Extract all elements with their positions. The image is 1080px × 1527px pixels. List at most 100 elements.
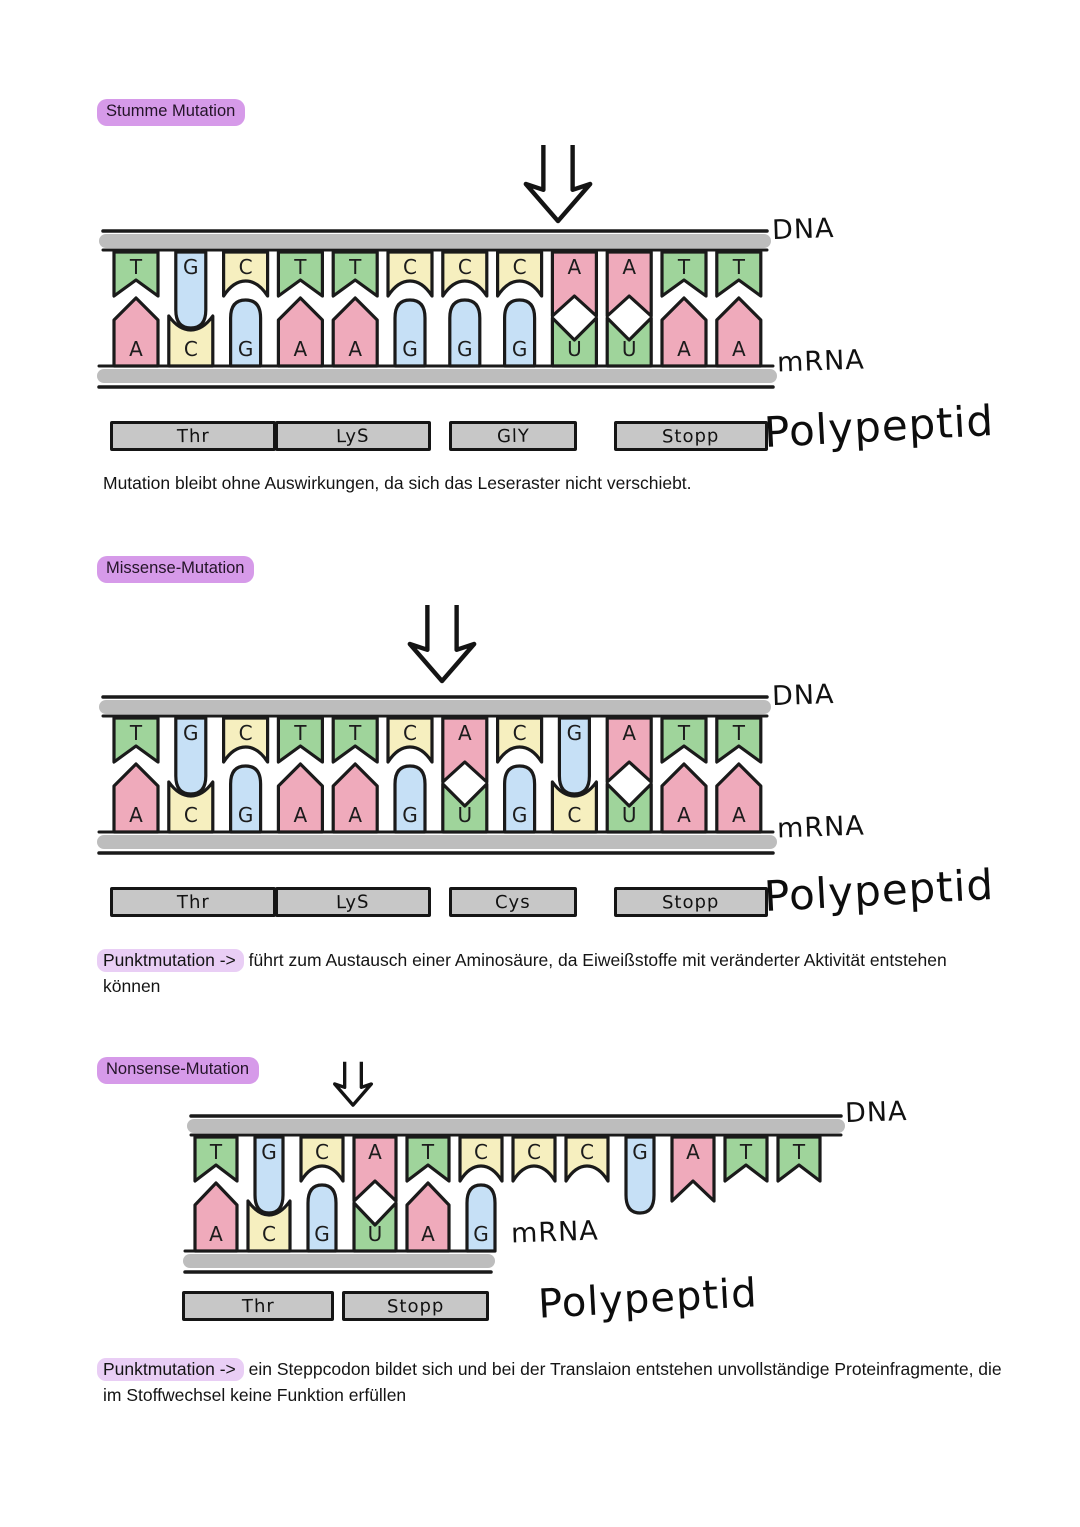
base-T-dna xyxy=(776,1135,822,1183)
base-G-mrna xyxy=(393,764,427,834)
base-T-dna xyxy=(660,250,708,298)
base-G-mrna xyxy=(448,298,482,368)
base-letter: U xyxy=(457,803,472,827)
base-letter: C xyxy=(513,255,527,279)
base-letter: T xyxy=(792,1140,806,1164)
amino-acid-box-thr: Thr xyxy=(182,1291,334,1321)
amino-acid-label: Thr xyxy=(176,891,210,913)
caption-text: führt zum Austausch einer Aminosäure, da… xyxy=(103,950,947,997)
base-A-dna xyxy=(441,716,489,784)
section-title-nonsense-mutation: Nonsense-Mutation xyxy=(97,1057,260,1084)
base-letter: C xyxy=(184,803,198,827)
base-letter: C xyxy=(239,255,253,279)
base-letter: C xyxy=(403,721,417,745)
base-C-mrna xyxy=(550,780,598,834)
base-letter: T xyxy=(129,255,143,279)
base-T-dna xyxy=(112,250,160,298)
base-T-dna xyxy=(660,716,708,764)
base-G-mrna xyxy=(229,764,263,834)
mutation-arrow-icon xyxy=(523,145,593,224)
section-caption: Punktmutation -> führt zum Austausch ein… xyxy=(97,947,948,1000)
caption-highlight: Punktmutation -> xyxy=(97,1358,244,1381)
base-T-dna xyxy=(723,1135,769,1183)
base-G-dna xyxy=(253,1135,285,1215)
base-letter: T xyxy=(739,1140,753,1164)
base-G-mrna xyxy=(503,764,537,834)
base-C-dna xyxy=(222,250,270,298)
amino-acid-box-thr: Thr xyxy=(110,421,276,451)
base-letter: A xyxy=(677,803,691,827)
base-letter: A xyxy=(622,721,636,745)
base-letter: A xyxy=(294,337,308,361)
base-letter: G xyxy=(473,1222,489,1246)
base-G-mrna xyxy=(229,298,263,368)
base-letter: G xyxy=(632,1140,648,1164)
base-letter: U xyxy=(622,337,637,361)
base-letter: U xyxy=(368,1222,383,1246)
amino-acid-label: GlY xyxy=(496,425,530,447)
base-letter: G xyxy=(402,803,418,827)
polypeptid-label: Polypeptid xyxy=(536,1270,759,1328)
base-C-dna xyxy=(496,716,544,764)
base-G-mrna xyxy=(503,298,537,368)
amino-acid-box-stopp: Stopp xyxy=(342,1291,489,1321)
base-letter: C xyxy=(184,337,198,361)
base-A-dna xyxy=(605,250,653,318)
base-letter: T xyxy=(677,255,691,279)
caption-text: Mutation bleibt ohne Auswirkungen, da si… xyxy=(103,473,692,493)
amino-acid-label: Cys xyxy=(495,891,531,913)
base-A-dna xyxy=(605,716,653,784)
base-T-dna xyxy=(276,716,324,764)
base-C-dna xyxy=(496,250,544,298)
base-C-dna xyxy=(386,716,434,764)
base-G-dna xyxy=(624,1135,656,1215)
dna-strand-label: DNA xyxy=(771,678,835,713)
base-letter: A xyxy=(458,721,472,745)
base-letter: T xyxy=(732,255,746,279)
base-letter: U xyxy=(567,337,582,361)
base-letter: A xyxy=(622,255,636,279)
base-G-dna xyxy=(557,716,591,796)
base-letter: T xyxy=(293,255,307,279)
base-letter: G xyxy=(314,1222,330,1246)
base-letter: G xyxy=(512,803,527,827)
base-T-dna xyxy=(715,250,763,298)
amino-acid-box-lys: LyS xyxy=(275,887,431,917)
base-C-dna xyxy=(299,1135,345,1183)
base-letter: G xyxy=(238,803,254,827)
base-T-dna xyxy=(715,716,763,764)
base-letter: C xyxy=(458,255,472,279)
base-letter: C xyxy=(403,255,417,279)
amino-acid-label: Stopp xyxy=(386,1295,445,1317)
amino-acid-box-gly: GlY xyxy=(449,421,577,451)
polypeptid-label: Polypeptid xyxy=(762,860,996,921)
amino-acid-label: LyS xyxy=(336,891,370,913)
amino-acid-label: Thr xyxy=(176,425,210,447)
base-letter: G xyxy=(183,721,199,745)
base-G-mrna xyxy=(465,1183,497,1253)
base-A-dna xyxy=(550,250,598,318)
base-letter: T xyxy=(677,721,691,745)
base-letter: T xyxy=(348,721,362,745)
base-letter: A xyxy=(677,337,691,361)
base-letter: U xyxy=(622,803,637,827)
mrna-strand-label: mRNA xyxy=(776,344,866,379)
base-letter: T xyxy=(732,721,746,745)
base-T-dna xyxy=(193,1135,239,1183)
base-A-dna xyxy=(352,1135,398,1203)
mrna-strand-label: mRNA xyxy=(776,810,866,845)
amino-acid-box-lys: LyS xyxy=(275,421,431,451)
base-letter: T xyxy=(209,1140,223,1164)
base-G-dna xyxy=(174,716,208,796)
amino-acid-box-thr: Thr xyxy=(110,887,276,917)
base-letter: G xyxy=(567,721,583,745)
amino-acid-label: Thr xyxy=(241,1295,275,1317)
base-C-mrna xyxy=(167,780,215,834)
base-letter: C xyxy=(262,1222,276,1246)
base-letter: G xyxy=(238,337,254,361)
amino-acid-label: LyS xyxy=(336,425,370,447)
base-letter: C xyxy=(513,721,527,745)
amino-acid-box-cys: Cys xyxy=(449,887,577,917)
